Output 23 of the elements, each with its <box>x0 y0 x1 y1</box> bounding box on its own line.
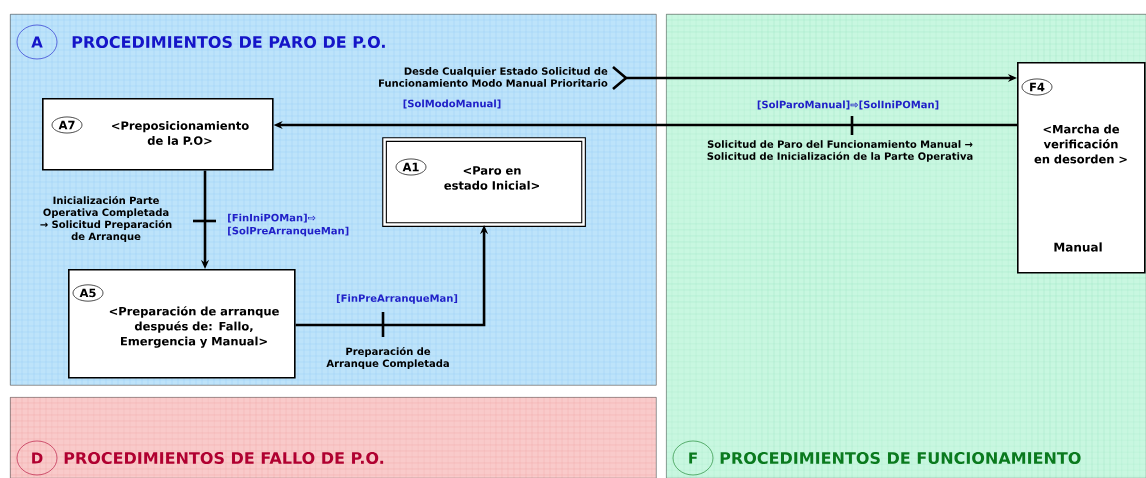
step-number: A1 <box>395 158 427 176</box>
region-title: PROCEDIMIENTOS DE FUNCIONAMIENTO <box>720 451 1081 465</box>
step-box: A1 <Paro en estado Inicial> <box>382 137 586 227</box>
step-box: F4 <Marcha de verificación en desorden > Manual <box>1017 62 1146 274</box>
step-number: F4 <box>1021 78 1053 96</box>
step-number: A7 <box>51 116 83 134</box>
signal-label: [FinPreArranqueMan] <box>336 294 458 304</box>
signal-label: [FinIniPOMan]⇨ [SolPreArranqueMan] <box>228 213 349 237</box>
edge-label: Desde Cualquier Estado Solicitud de Funcionamiento Modo Manual Prioritario <box>379 67 608 87</box>
step-box: A7 <Preposicionamiento de la P.O> <box>42 98 274 171</box>
region-letter: D <box>16 440 58 476</box>
region-letter: A <box>16 24 58 60</box>
region-title: PROCEDIMIENTOS DE PARO DE P.O. <box>72 35 385 49</box>
region-title: PROCEDIMIENTOS DE FALLO DE P.O. <box>64 451 384 465</box>
step-box: A5 <Preparación de arranque después de: Fallo, Emergencia y Manual> <box>68 269 296 379</box>
signal-label: [SolModoManual] <box>403 99 501 109</box>
region-letter: F <box>672 440 714 476</box>
edge-label: Solicitud de Paro del Funcionamiento Manual → Solicitud de Inicialización de la Parte Operativa <box>707 140 973 162</box>
signal-label: [SolParoManual]⇨[SolIniPOMan] <box>757 100 939 110</box>
step-number: A5 <box>72 284 104 302</box>
region-panel <box>9 396 657 478</box>
edge-label: Inicialización Parte Operativa Completada → Solicitud Preparación de Arranque <box>40 195 172 243</box>
edge-label: Preparación de Arranque Completada <box>326 346 449 370</box>
